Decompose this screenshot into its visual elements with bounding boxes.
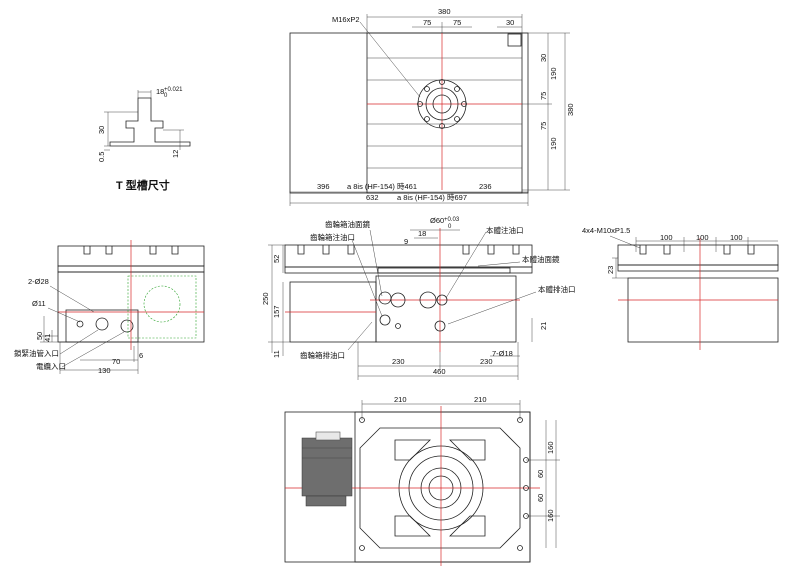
top-dim-r75a: 75 bbox=[539, 92, 548, 100]
front-dim-9: 9 bbox=[404, 237, 408, 246]
tslot-width: 18 bbox=[156, 87, 164, 96]
bottom-dim-60b: 60 bbox=[536, 494, 545, 502]
front-dim-157: 157 bbox=[272, 305, 281, 318]
front-dim-230b: 230 bbox=[480, 357, 493, 366]
right-view: 4x4-M10xP1.5 100 100 100 23 bbox=[582, 226, 779, 350]
bottom-dim-160b: 160 bbox=[546, 509, 555, 522]
top-dim-75b: 75 bbox=[453, 18, 461, 27]
top-view: M16xP2 380 75 75 30 30 190 75 75 190 380… bbox=[289, 7, 575, 206]
tslot-tolerance-low: 0 bbox=[164, 93, 168, 99]
tslot-detail: 18 +0.021 0 30 0.5 12 T 型槽尺寸 bbox=[97, 87, 191, 192]
front-holes: 7-Ø18 bbox=[492, 349, 513, 358]
front-dim-11: 11 bbox=[272, 350, 281, 358]
tslot-base: 12 bbox=[171, 150, 180, 158]
tslot-tolerance: +0.021 bbox=[164, 87, 183, 93]
tslot-gap: 0.5 bbox=[97, 152, 106, 162]
left-view: 50 41 2-Ø28 Ø11 70 6 130 鎖緊油管入口 電纜入口 bbox=[14, 240, 205, 375]
right-dim-23: 23 bbox=[606, 266, 615, 274]
right-pitch-100b: 100 bbox=[696, 233, 709, 242]
bottom-view: 210 210 160 60 60 160 bbox=[284, 395, 560, 566]
top-thread-label: M16xP2 bbox=[332, 15, 360, 24]
tslot-title: T 型槽尺寸 bbox=[116, 178, 170, 192]
left-d11: Ø11 bbox=[32, 299, 46, 308]
top-dim-30: 30 bbox=[506, 18, 514, 27]
top-dim-632: 632 bbox=[366, 193, 379, 202]
front-bore-tol-low: 0 bbox=[448, 224, 452, 230]
bottom-holes bbox=[359, 417, 529, 551]
top-dim-r190a: 190 bbox=[549, 67, 558, 80]
left-clamp-inlet: 鎖緊油管入口 bbox=[14, 348, 59, 358]
front-gear-oil-fill: 齒輪箱注油口 bbox=[310, 232, 355, 242]
tslot-depth: 30 bbox=[97, 126, 106, 134]
bottom-dim-210b: 210 bbox=[474, 395, 487, 404]
front-view: 52 250 157 11 21 230 230 460 Ø60 +0.03 0… bbox=[261, 216, 576, 380]
right-pitch-100a: 100 bbox=[660, 233, 673, 242]
tslot-profile bbox=[109, 97, 191, 147]
left-dim-130: 130 bbox=[98, 366, 111, 375]
front-dim-250: 250 bbox=[261, 292, 270, 305]
right-thread: 4x4-M10xP1.5 bbox=[582, 226, 630, 235]
front-dim-460: 460 bbox=[433, 367, 446, 376]
top-dim-380: 380 bbox=[438, 7, 451, 16]
left-dim-6: 6 bbox=[139, 351, 143, 360]
front-bore: Ø60 bbox=[430, 216, 444, 225]
bottom-dim-60a: 60 bbox=[536, 470, 545, 478]
motor bbox=[301, 431, 353, 507]
top-dim-396: 396 bbox=[317, 182, 330, 191]
right-pitch-100c: 100 bbox=[730, 233, 743, 242]
top-dim-75a: 75 bbox=[423, 18, 431, 27]
top-dim-461: a 8is (HF-154) 時461 bbox=[347, 182, 417, 191]
front-main-oil-level: 本體油面鏡 bbox=[522, 254, 560, 264]
top-dim-r75b: 75 bbox=[539, 122, 548, 130]
top-dim-r190b: 190 bbox=[549, 137, 558, 150]
left-power-inlet: 電纜入口 bbox=[36, 361, 66, 371]
front-main-oil-drain: 本體排油口 bbox=[538, 284, 576, 294]
front-dim-230a: 230 bbox=[392, 357, 405, 366]
left-dim-50: 50 bbox=[35, 332, 44, 340]
front-main-oil-fill: 本體注油口 bbox=[486, 225, 524, 235]
top-dim-236: 236 bbox=[479, 182, 492, 191]
top-dim-r380: 380 bbox=[566, 103, 575, 116]
front-dim-18: 18 bbox=[418, 229, 426, 238]
left-dim-41: 41 bbox=[43, 334, 52, 342]
top-dim-697: a 8is (HF-154) 時697 bbox=[397, 193, 467, 202]
front-gear-oil-level: 齒輪箱油面鏡 bbox=[325, 219, 370, 229]
bottom-dim-160a: 160 bbox=[546, 441, 555, 454]
bolt-circle-holes bbox=[417, 79, 467, 129]
front-gear-oil-drain: 齒輪箱排油口 bbox=[300, 350, 345, 360]
top-dim-r30: 30 bbox=[539, 54, 548, 62]
front-dim-52: 52 bbox=[272, 255, 281, 263]
front-tslots bbox=[297, 245, 520, 255]
left-holes: 2-Ø28 bbox=[28, 277, 49, 286]
front-dim-21: 21 bbox=[539, 322, 548, 330]
bottom-dim-210a: 210 bbox=[394, 395, 407, 404]
front-bore-tol: +0.03 bbox=[444, 217, 460, 223]
left-dim-70: 70 bbox=[112, 357, 120, 366]
